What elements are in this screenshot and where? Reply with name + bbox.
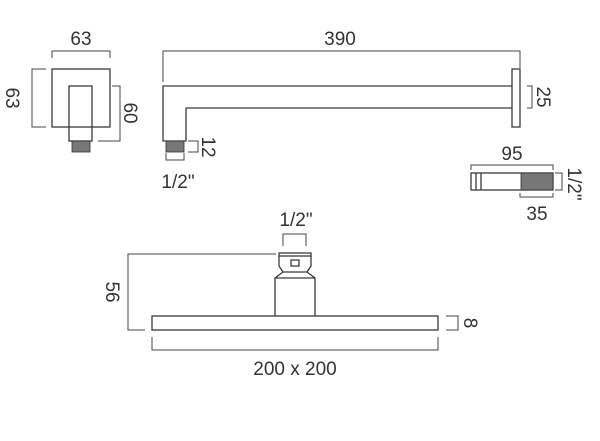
arm-thread: [165, 140, 185, 153]
outlet-body: [68, 85, 93, 142]
adapter-length-label: 95: [501, 144, 522, 165]
outlet-plate: [51, 68, 111, 128]
plate-dimension: [527, 85, 533, 109]
outlet-width-dimension: [51, 50, 111, 58]
outlet-height-label: 63: [1, 87, 22, 108]
outlet-thread: [71, 140, 91, 153]
plate-label: 25: [532, 86, 553, 107]
adapter-length-dimension: [470, 164, 554, 170]
adapter-thread-length-dimension: [519, 193, 554, 198]
size-dimension: [151, 337, 439, 351]
height-dimension: [127, 253, 276, 331]
outlet-height-dimension: [31, 68, 46, 128]
adapter-thread-length-label: 35: [526, 204, 547, 225]
arm-length-label: 390: [324, 29, 356, 50]
arm-thread-size-dimension: [165, 153, 185, 161]
connector-cap: [278, 252, 312, 257]
outlet-depth-dimension: [98, 85, 121, 142]
connector-body: [274, 256, 316, 316]
adapter: 95 35 1/2": [470, 144, 584, 225]
wall-outlet: 63 63 60: [1, 29, 140, 153]
connector-set-screw: [290, 259, 300, 267]
thickness-label: 8: [459, 318, 480, 329]
adapter-thread-size-label: 1/2": [563, 167, 584, 200]
height-label: 56: [101, 281, 122, 302]
outlet-width-label: 63: [70, 29, 91, 50]
arm-body: [162, 85, 512, 142]
arm-length-dimension: [162, 50, 521, 82]
arm-thread-size-label: 1/2": [161, 172, 194, 193]
connector-label: 1/2": [279, 210, 312, 231]
outlet-depth-label: 60: [119, 102, 140, 123]
thickness-dimension: [446, 315, 459, 331]
arm-thread-length-dimension: [188, 140, 199, 153]
adapter-thread: [520, 172, 554, 191]
arm-thread-length-label: 12: [197, 136, 218, 157]
size-label: 200 x 200: [253, 359, 336, 380]
head-plate: [151, 315, 439, 331]
shower-head: 1/2" 56 8 200 x 200: [101, 210, 480, 380]
connector-dimension: [282, 233, 307, 246]
adapter-thread-size-dimension: [555, 172, 563, 191]
arm-wall-plate: [511, 68, 521, 128]
shower-arm: 390 25 12 1/2": [161, 29, 553, 193]
